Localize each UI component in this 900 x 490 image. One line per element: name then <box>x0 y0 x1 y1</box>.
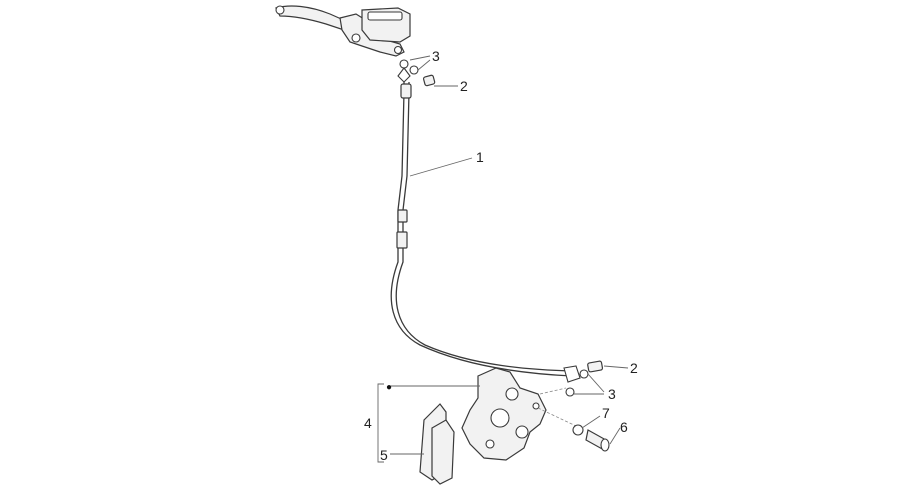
banjo-bolt-bottom <box>565 360 604 397</box>
leader-lines <box>377 55 629 463</box>
callout-1: 1 <box>476 149 484 165</box>
callout-2-top: 2 <box>460 78 468 94</box>
bolt-6 <box>585 429 610 452</box>
brake-pads <box>419 403 455 485</box>
washer-7 <box>572 424 584 436</box>
brake-hose <box>390 82 581 383</box>
brake-caliper <box>461 367 547 461</box>
callout-4: 4 <box>364 415 372 431</box>
callout-3-top: 3 <box>432 48 440 64</box>
callout-6: 6 <box>620 419 628 435</box>
callout-7: 7 <box>602 405 610 421</box>
callout-5: 5 <box>380 447 388 463</box>
kit-marker-dot: ● <box>386 382 392 393</box>
brake-master-cylinder <box>275 5 411 57</box>
callout-2-bottom: 2 <box>630 360 638 376</box>
callout-3-bottom: 3 <box>608 386 616 402</box>
